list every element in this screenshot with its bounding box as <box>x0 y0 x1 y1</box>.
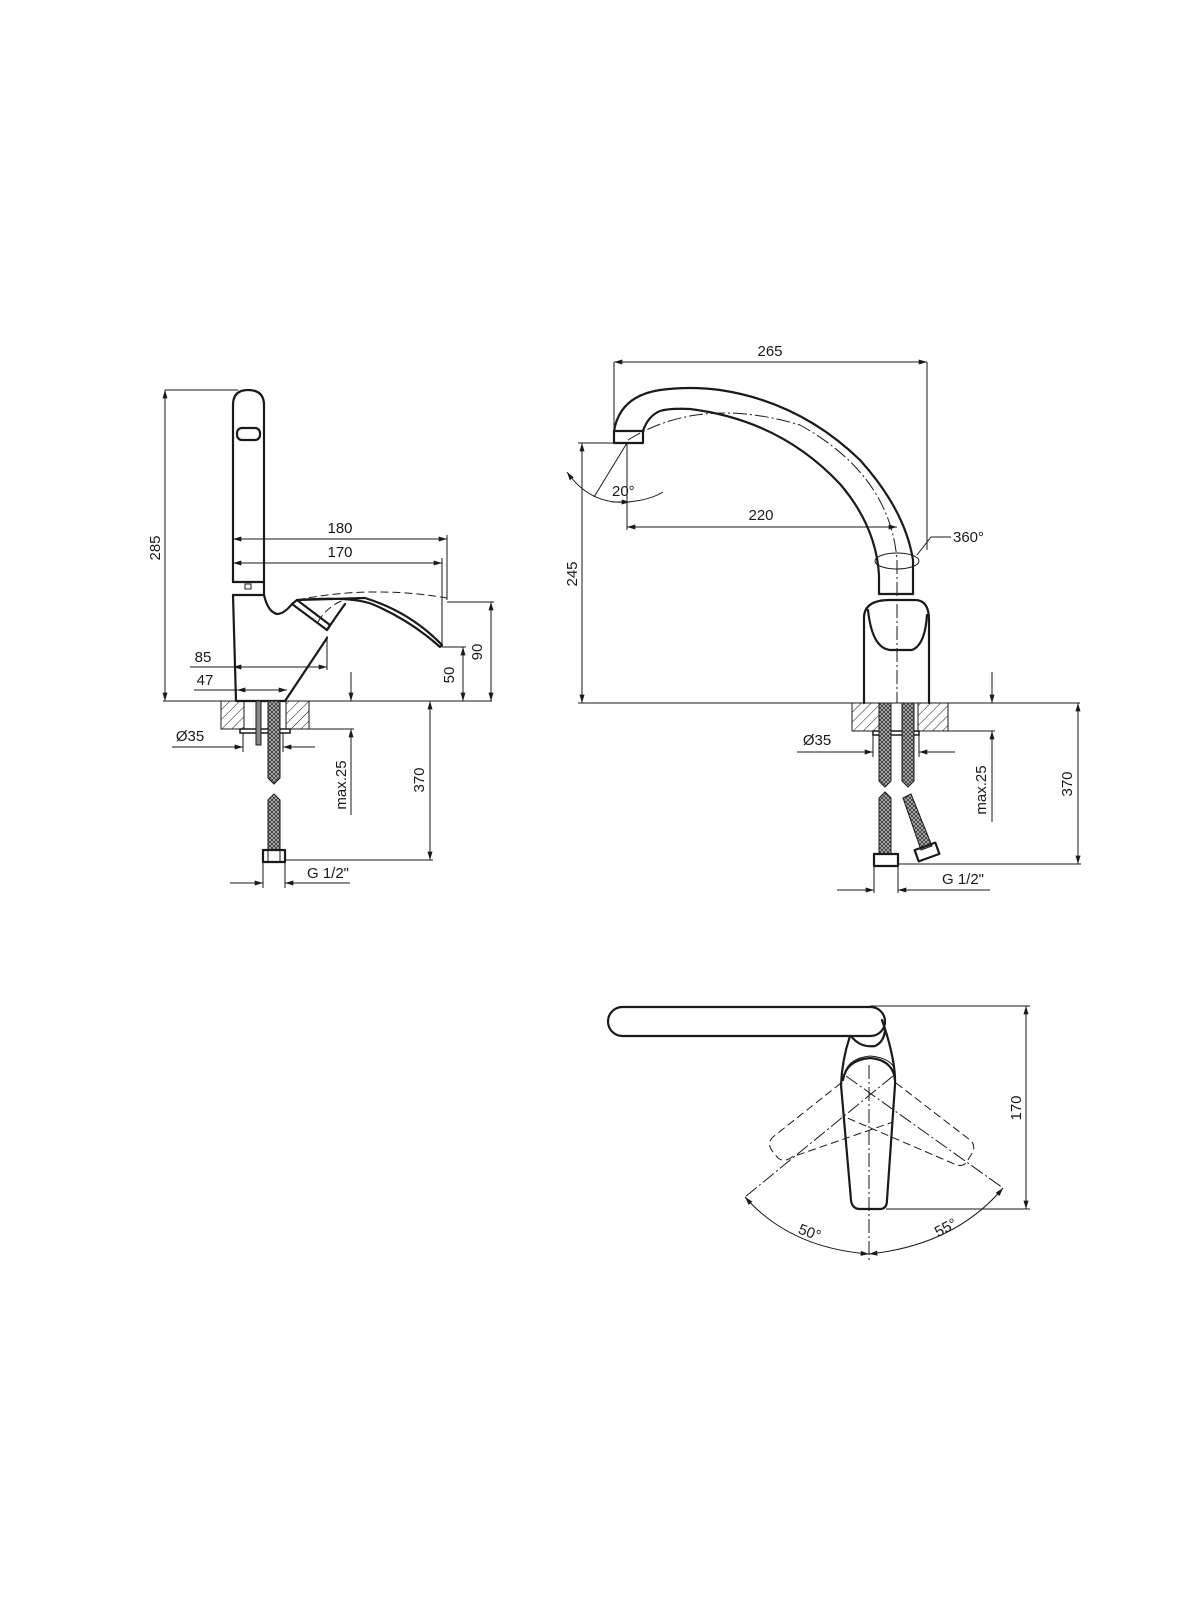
front-view: 360° 265 220 245 20° Ø35 <box>564 343 1081 893</box>
dim-lever-top-height: 90 <box>469 644 486 661</box>
dim-body-offset: 47 <box>197 672 214 689</box>
dim-spout-reach: 220 <box>748 507 773 524</box>
dim-hose-length: 370 <box>1059 771 1076 796</box>
dim-deck-thickness: max.25 <box>973 765 990 814</box>
dim-depth: 170 <box>1008 1095 1025 1120</box>
supply-hose <box>261 700 287 864</box>
dim-spout-angle: 20° <box>612 483 635 500</box>
faucet-front-outline <box>612 386 951 705</box>
dim-height-total: 285 <box>147 535 164 560</box>
dim-reach-outer: 180 <box>327 520 352 537</box>
dim-spout-height: 245 <box>564 561 581 586</box>
faucet-top-outline <box>606 1005 1004 1262</box>
dim-hose-length: 370 <box>411 767 428 792</box>
supply-hoses <box>872 702 941 868</box>
dim-thread: G 1/2" <box>307 865 349 882</box>
top-view: 170 50° 55° <box>606 1005 1030 1262</box>
countertop-section <box>851 702 995 736</box>
countertop-section <box>220 700 310 746</box>
dim-thread: G 1/2" <box>942 871 984 888</box>
dim-mount-hole: Ø35 <box>176 728 204 745</box>
dim-mount-hole: Ø35 <box>803 732 831 749</box>
dim-rotation: 360° <box>953 529 984 546</box>
dim-lever-offset: 85 <box>195 649 212 666</box>
dim-lever-left-angle: 50° <box>796 1221 823 1245</box>
dim-spout-reach-total: 265 <box>757 343 782 360</box>
side-view: 285 180 170 90 50 85 47 <box>147 388 494 888</box>
dim-reach-inner: 170 <box>327 544 352 561</box>
dim-lever-tip-height: 50 <box>441 667 458 684</box>
dim-deck-thickness: max.25 <box>333 760 350 809</box>
